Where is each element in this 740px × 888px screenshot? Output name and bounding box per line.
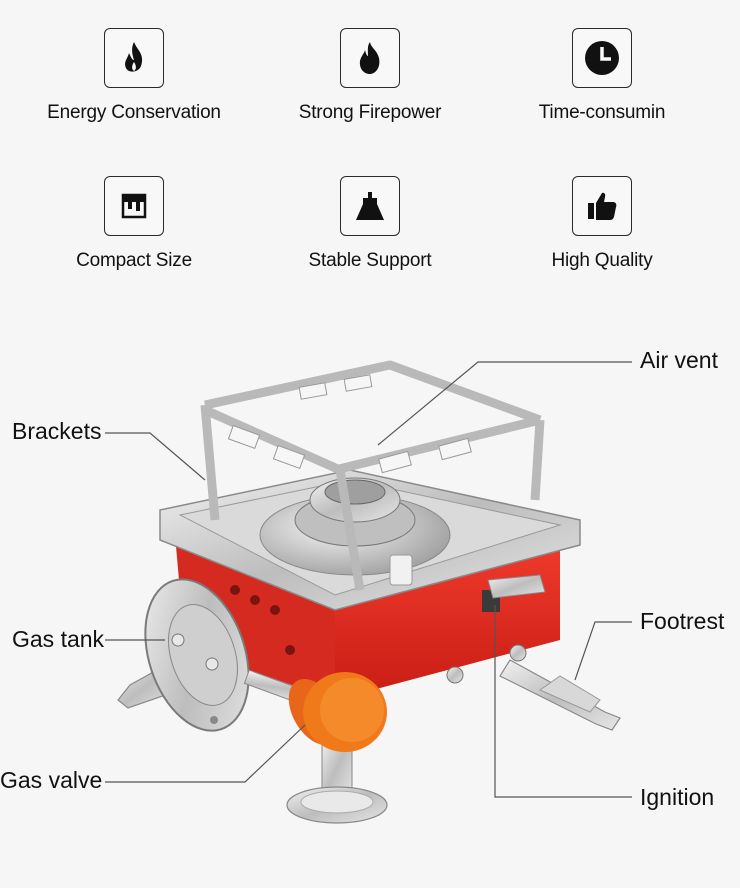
callout-air-vent: Air vent bbox=[640, 347, 718, 373]
leader-gas-valve bbox=[105, 724, 306, 783]
feature-label: Strong Firepower bbox=[298, 102, 442, 123]
leader-footrest bbox=[574, 621, 632, 681]
fire-icon bbox=[340, 28, 400, 88]
box-icon bbox=[104, 176, 164, 236]
bracket-slots bbox=[227, 374, 472, 474]
feature-high-quality: High Quality bbox=[502, 176, 702, 272]
brackets bbox=[200, 360, 545, 591]
feature-energy-conservation: Energy Conservation bbox=[34, 28, 234, 124]
flame-icon bbox=[104, 28, 164, 88]
feature-compact-size: Compact Size bbox=[34, 176, 234, 272]
stove-body bbox=[175, 535, 560, 700]
support-base-icon bbox=[340, 176, 400, 236]
feature-strong-firepower: Strong Firepower bbox=[270, 28, 470, 124]
callout-gas-valve: Gas valve bbox=[0, 767, 103, 793]
stove-diagram bbox=[105, 360, 632, 824]
callout-gas-tank: Gas tank bbox=[12, 626, 105, 652]
footrest-leg-right bbox=[499, 659, 621, 731]
callout-footrest: Footrest bbox=[640, 608, 725, 634]
feature-label: Compact Size bbox=[76, 250, 192, 271]
feature-label: Energy Conservation bbox=[47, 102, 221, 123]
feature-stable-support: Stable Support bbox=[270, 176, 470, 272]
callout-ignition: Ignition bbox=[640, 784, 715, 810]
leader-ignition bbox=[494, 605, 632, 798]
gas-valve-knob bbox=[243, 669, 387, 752]
leader-air-vent bbox=[377, 361, 632, 446]
callout-brackets: Brackets bbox=[12, 418, 102, 444]
thumbs-up-icon bbox=[572, 176, 632, 236]
feature-time: Time-consumin bbox=[502, 28, 702, 124]
gas-tank-plate bbox=[144, 578, 250, 732]
feature-label: High Quality bbox=[551, 250, 653, 271]
feature-label: Stable Support bbox=[308, 250, 432, 271]
leader-lines bbox=[105, 361, 632, 798]
leader-brackets bbox=[105, 432, 206, 481]
feature-label: Time-consumin bbox=[538, 102, 666, 123]
clock-icon bbox=[572, 28, 632, 88]
